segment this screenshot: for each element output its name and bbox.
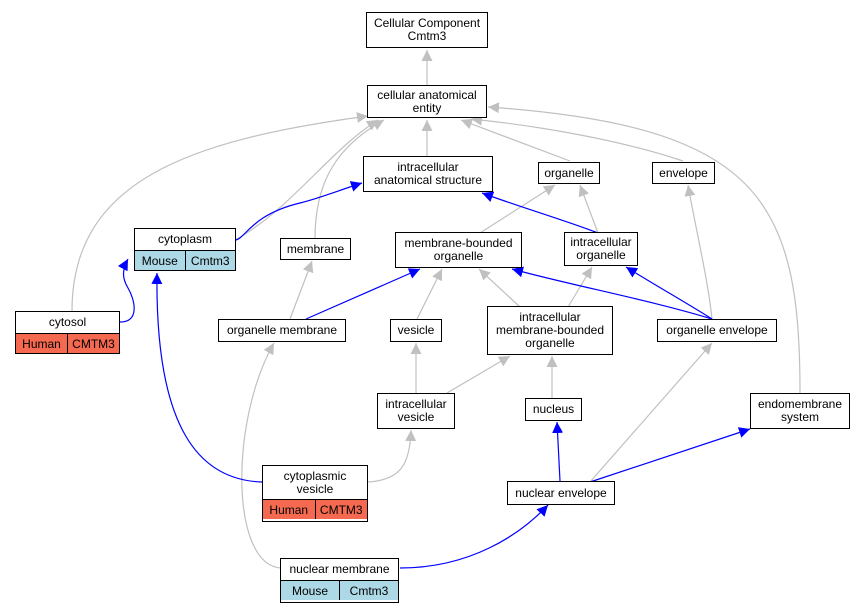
node-intracellular-organelle[interactable]: intracellular organelle: [564, 232, 638, 266]
node-cytoplasmic-vesicle[interactable]: cytoplasmic vesicle Human CMTM3: [262, 465, 368, 522]
node-endomembrane-system[interactable]: endomembrane system: [750, 393, 850, 429]
node-label: cytosol: [48, 315, 87, 329]
node-label: cytoplasm: [157, 232, 213, 246]
node-organelle-envelope[interactable]: organelle envelope: [657, 319, 777, 342]
node-cytoplasm[interactable]: cytoplasm Mouse Cmtm3: [134, 228, 236, 271]
edge-om-mbo: [305, 268, 421, 320]
node-organelle[interactable]: organelle: [538, 162, 600, 184]
node-label: nuclear membrane: [289, 562, 390, 576]
node-intracellular-vesicle[interactable]: intracellular vesicle: [377, 393, 455, 429]
edge-cv-iv: [367, 429, 417, 483]
node-label: cytoplasmic vesicle: [283, 468, 347, 496]
gene-tag: Cmtm3: [184, 251, 235, 270]
edge-oe-envelope: [684, 184, 713, 320]
edge-mbo-organelle: [479, 184, 556, 234]
edge-oe-mbo: [511, 266, 713, 320]
edge-ne-oe: [589, 342, 713, 483]
node-organelle-membrane[interactable]: organelle membrane: [218, 319, 346, 342]
node-nucleus[interactable]: nucleus: [525, 398, 582, 421]
edge-nm-ne: [399, 504, 549, 569]
node-cellular-component-cmtm3[interactable]: Cellular Component Cmtm3: [366, 12, 488, 48]
organism-tag: Mouse: [135, 251, 185, 270]
edge-om-membrane: [289, 260, 314, 320]
edge-membrane-cae: [314, 119, 385, 240]
node-nuclear-envelope[interactable]: nuclear envelope: [507, 481, 615, 505]
gene-tag: CMTM3: [314, 500, 367, 519]
edge-endo-cae: [487, 102, 801, 394]
edge-organelle-cae: [460, 118, 571, 162]
edge-cytosol-cae: [71, 112, 369, 312]
edge-oe-io: [625, 266, 713, 320]
organism-tag: Mouse: [281, 581, 339, 600]
node-vesicle[interactable]: vesicle: [390, 319, 442, 342]
node-cytosol[interactable]: cytosol Human CMTM3: [15, 311, 120, 354]
edge-cv-cytoplasm: [151, 272, 263, 483]
edge-cytoplasm-ias: [234, 181, 363, 241]
node-intracellular-membrane-bounded-organelle[interactable]: intracellular membrane-bounded organelle: [487, 306, 613, 355]
node-membrane[interactable]: membrane: [280, 238, 351, 260]
node-intracellular-anatomical-structure[interactable]: intracellular anatomical structure: [363, 156, 493, 192]
edge-envelope-cae: [470, 114, 684, 162]
edge-imbo-io: [567, 266, 593, 308]
edge-cytosol-cytoplasm: [117, 258, 135, 323]
edge-io-ias: [481, 191, 599, 234]
edge-iv-imbo: [446, 355, 511, 394]
edge-nm-om: [241, 342, 282, 569]
node-envelope[interactable]: envelope: [652, 162, 715, 184]
edge-vesicle-mbo: [416, 268, 443, 320]
node-cellular-anatomical-entity[interactable]: cellular anatomical entity: [367, 85, 487, 118]
node-nuclear-membrane[interactable]: nuclear membrane Mouse Cmtm3: [280, 558, 399, 603]
edge-io-organelle: [578, 184, 599, 234]
gene-tag: CMTM3: [67, 334, 119, 353]
edge-ne-nucleus: [552, 421, 564, 482]
edge-cytoplasm-cae: [234, 119, 379, 241]
edge-imbo-mbo: [478, 268, 521, 308]
organism-tag: Human: [263, 500, 315, 519]
gene-tag: Cmtm3: [339, 581, 398, 600]
organism-tag: Human: [16, 334, 67, 353]
node-membrane-bounded-organelle[interactable]: membrane-bounded organelle: [395, 232, 522, 268]
edge-ne-endo: [589, 427, 751, 483]
